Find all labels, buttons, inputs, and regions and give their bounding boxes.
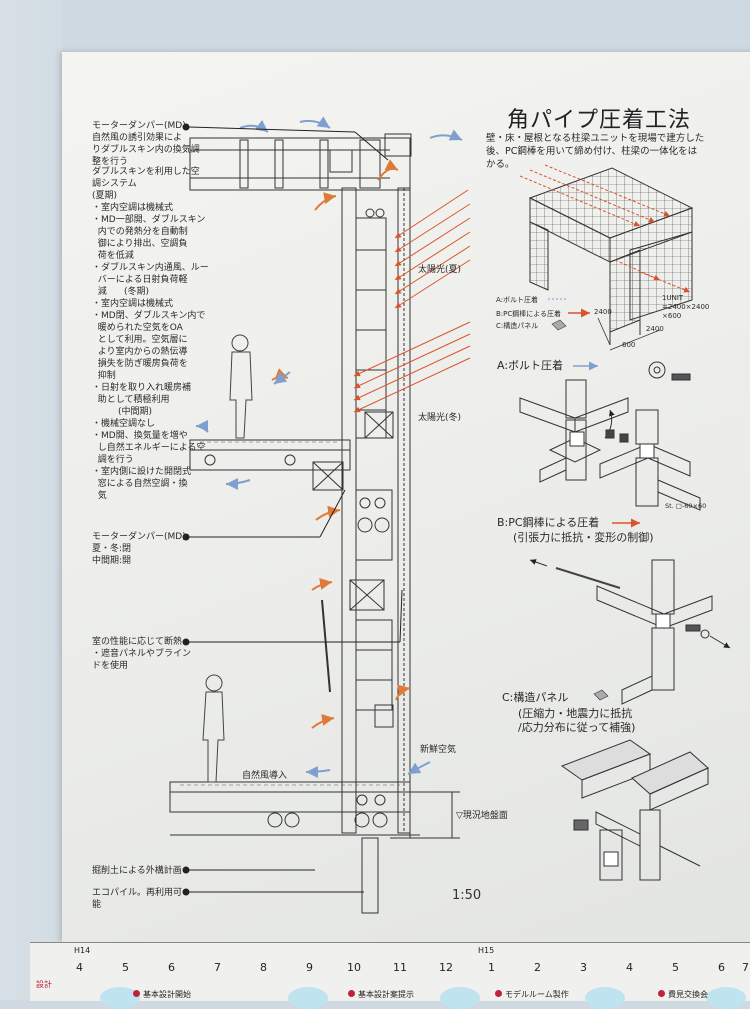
natural-wind-label: 自然風導入 [242,771,288,781]
month-label: 11 [393,961,407,974]
dim-height: 2400 [594,308,612,316]
summer-heading: ダブルスキンを利用した空 調システム (夏期) [92,167,200,201]
mid-item-2: ・MD開、換気量を増や し自然エネルギーによる空 調を行う [92,431,206,465]
month-label: 10 [347,961,361,974]
month-label: 12 [439,961,453,974]
slab-hatching [180,441,400,786]
month-label: 4 [76,961,83,974]
milestone-label: 基本設計開始 [143,990,191,999]
milestone-dot [495,990,502,997]
summer-item-1: ・室内空調は機械式 [92,203,174,213]
month-label: 7 [742,961,749,974]
wall-section [169,133,460,914]
sun-summer-label: 太陽光(夏) [418,265,462,275]
legend-symbols [548,298,590,331]
timeline-marker [440,987,480,1009]
detail-a-graphic [519,361,701,511]
airflow-arrows [195,116,463,778]
eco-pile [361,837,379,914]
timeline-marker [288,987,328,1009]
summer-item-2: ・MD一部開、ダブルスキン 内での発熱分を自動制 御により排出、空調負 荷を低減 [92,215,206,261]
ground-floor [169,781,411,813]
milestone-dot [133,990,140,997]
detail-b-graphic [529,518,731,705]
winter-item-1: ・室内空調は機械式 [92,299,174,309]
month-label: 6 [718,961,725,974]
milestone-label: モデルルーム製作 [505,990,569,999]
sun-summer-arrows [394,189,471,309]
human-figure-lower [202,674,225,783]
month-label: 9 [306,961,313,974]
unit-pc-bars [519,164,691,293]
milestone-dot [658,990,665,997]
milestone-dot [348,990,355,997]
mid-item-3: ・室内側に設けた開閉式 窓による自然空調・換 気 [92,467,192,501]
sun-winter-arrows [353,321,471,413]
month-label: 7 [214,961,221,974]
year-label-h14: H14 [74,946,91,955]
roof-parapet [384,133,412,157]
detail-c-title: C:構造パネル [502,691,569,704]
legend-a: A:ボルト圧着 [496,296,539,304]
motor-damper-bottom-note: モーターダンパー(MD) 夏・冬:閉 中間期:開 [92,532,186,566]
winter-item-3: ・日射を取り入れ暖房補 助として積極利用 [92,383,192,405]
dim-depth: 600 [622,341,636,349]
panel-note: 室の性能に応じて断熱 ・遮音パネルやブライン ドを使用 [92,637,192,671]
month-label: 6 [168,961,175,974]
milestone-label: 費見交換会 [668,990,708,999]
excavation-note: 掘削土による外構計画 [92,866,182,876]
detail-b-subtitle: (引張力に抵抗・変形の制御) [513,531,654,544]
fresh-air-label: 新鮮空気 [420,745,457,755]
motor-damper-top-note: モーターダンパー(MD) 自然風の誘引効果によ りダブルスキン内の換気調 整を行… [92,121,200,167]
winter-item-2: ・MD閉、ダブルスキン内で 暖められた空気をOA として利用。空気層に より室内… [92,311,206,381]
legend-b: B:PC鋼棒による圧着 [496,310,562,318]
detail-c-graphic [560,689,709,881]
detail-b-title: B:PC鋼棒による圧着 [497,516,600,529]
month-label: 2 [534,961,541,974]
year-label-h15: H15 [478,946,495,955]
detail-a-title: A:ボルト圧着 [497,359,564,372]
timeline-marker [585,987,625,1009]
detail-c-subtitle: (圧縮力・地震力に抵抗 /応力分布に従って補強) [518,707,636,734]
milestone-label: 基本設計案提示 [358,990,414,999]
ecopile-note: エコパイル。再利用可 能 [92,888,183,910]
month-label: 3 [580,961,587,974]
unit-dimensions [597,317,661,351]
detail-a-section: St. □-60×60 [665,502,707,510]
schedule-timeline: H14 H15 4 5 6 7 8 9 10 11 12 1 2 3 4 5 6… [30,942,750,1009]
page-title: 角パイプ圧着工法 [507,108,692,133]
unit-size: 1UNIT =2400×2400 ×600 [662,294,710,320]
mid-item-1: ・機械空調なし [92,419,156,429]
dim-width: 2400 [646,325,664,333]
month-label: 5 [122,961,129,974]
legend-c: C:構造パネル [496,322,539,330]
month-label: 4 [626,961,633,974]
summer-item-3: ・ダブルスキン内通風、ルー バーによる日射負荷軽 減 [92,263,209,297]
mid-season-heading: (中間期) [118,407,153,417]
wall-background [0,0,62,1000]
winter-heading: (冬期) [124,287,150,297]
inner-column [341,187,357,834]
schedule-row-label: 設計 [36,980,52,989]
month-label: 8 [260,961,267,974]
middle-floor [189,439,351,471]
sun-winter-label: 太陽光(冬) [418,413,462,423]
month-label: 5 [672,961,679,974]
roof-slab [189,137,411,191]
method-description: 壁・床・屋根となる柱梁ユニットを現場で建方した 後、PC鋼棒を用いて締め付け、柱… [486,133,705,170]
timeline-marker [706,987,746,1009]
ground-level-label: ▽現況地盤面 [456,811,508,821]
drawing-scale: 1:50 [452,888,482,903]
leader-lines [182,123,403,896]
month-label: 1 [488,961,495,974]
human-figure-upper [229,334,253,439]
